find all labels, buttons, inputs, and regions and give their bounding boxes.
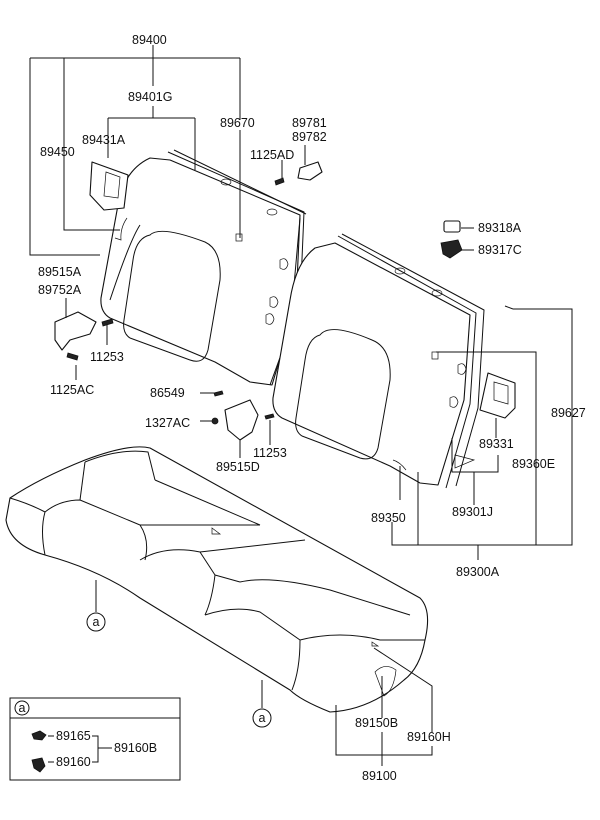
label-89431A: 89431A [82, 133, 126, 147]
bracket-89781 [297, 161, 323, 181]
label-89781: 89781 [292, 116, 327, 130]
label-89300A: 89300A [456, 565, 500, 579]
label-89318A: 89318A [478, 221, 522, 235]
label-89160B: 89160B [114, 741, 157, 755]
clip-89165-icon [31, 730, 47, 741]
label-1125AD: 1125AD [250, 148, 294, 162]
label-89401G: 89401G [128, 90, 172, 104]
label-89150B: 89150B [355, 716, 398, 730]
clip-89160-icon [31, 757, 46, 773]
svg-text:a: a [259, 711, 266, 725]
label-89165: 89165 [56, 729, 91, 743]
right-seat-back [272, 233, 485, 489]
label-89515A: 89515A [38, 265, 82, 279]
label-89360E: 89360E [512, 457, 555, 471]
leader-lines [29, 45, 573, 766]
label-11253-right: 11253 [253, 446, 287, 460]
label-89331: 89331 [479, 437, 514, 451]
svg-text:a: a [93, 615, 100, 629]
headrest-guide-89431A [89, 161, 129, 211]
label-89400: 89400 [132, 33, 167, 47]
label-1327AC: 1327AC [145, 416, 190, 430]
label-89782: 89782 [292, 130, 327, 144]
label-89670: 89670 [220, 116, 255, 130]
clip-89318A [443, 220, 461, 233]
label-89515D: 89515D [216, 460, 260, 474]
label-89160: 89160 [56, 755, 91, 769]
label-89301J: 89301J [452, 505, 493, 519]
legend-box: a [9, 697, 181, 781]
bolt-1125AC [66, 352, 79, 361]
bracket-89515A [54, 311, 97, 351]
seat-cushion [5, 446, 429, 713]
clip-89317C [440, 239, 463, 259]
label-89350: 89350 [371, 511, 406, 525]
label-89100: 89100 [362, 769, 397, 783]
label-86549: 86549 [150, 386, 185, 400]
label-89317C: 89317C [478, 243, 522, 257]
left-seat-back [100, 149, 307, 389]
label-89627: 89627 [551, 406, 586, 420]
headrest-guide-89331 [479, 372, 516, 419]
bolt-1125AD [274, 177, 285, 186]
screw-89627 [504, 305, 514, 310]
latch-89515D [211, 390, 275, 441]
label-11253-left: 11253 [90, 350, 124, 364]
callout-a-cushion-left: a [86, 612, 106, 632]
callout-a-cushion-right: a [252, 708, 272, 728]
bolt-11253-left [101, 318, 114, 327]
part-labels: 89400 89401G 89450 89431A 89670 89781 89… [38, 33, 586, 783]
label-89752A: 89752A [38, 283, 82, 297]
label-1125AC: 1125AC [50, 383, 94, 397]
legend-marker: a [19, 701, 26, 715]
label-89450: 89450 [40, 145, 75, 159]
label-89160H: 89160H [407, 730, 451, 744]
